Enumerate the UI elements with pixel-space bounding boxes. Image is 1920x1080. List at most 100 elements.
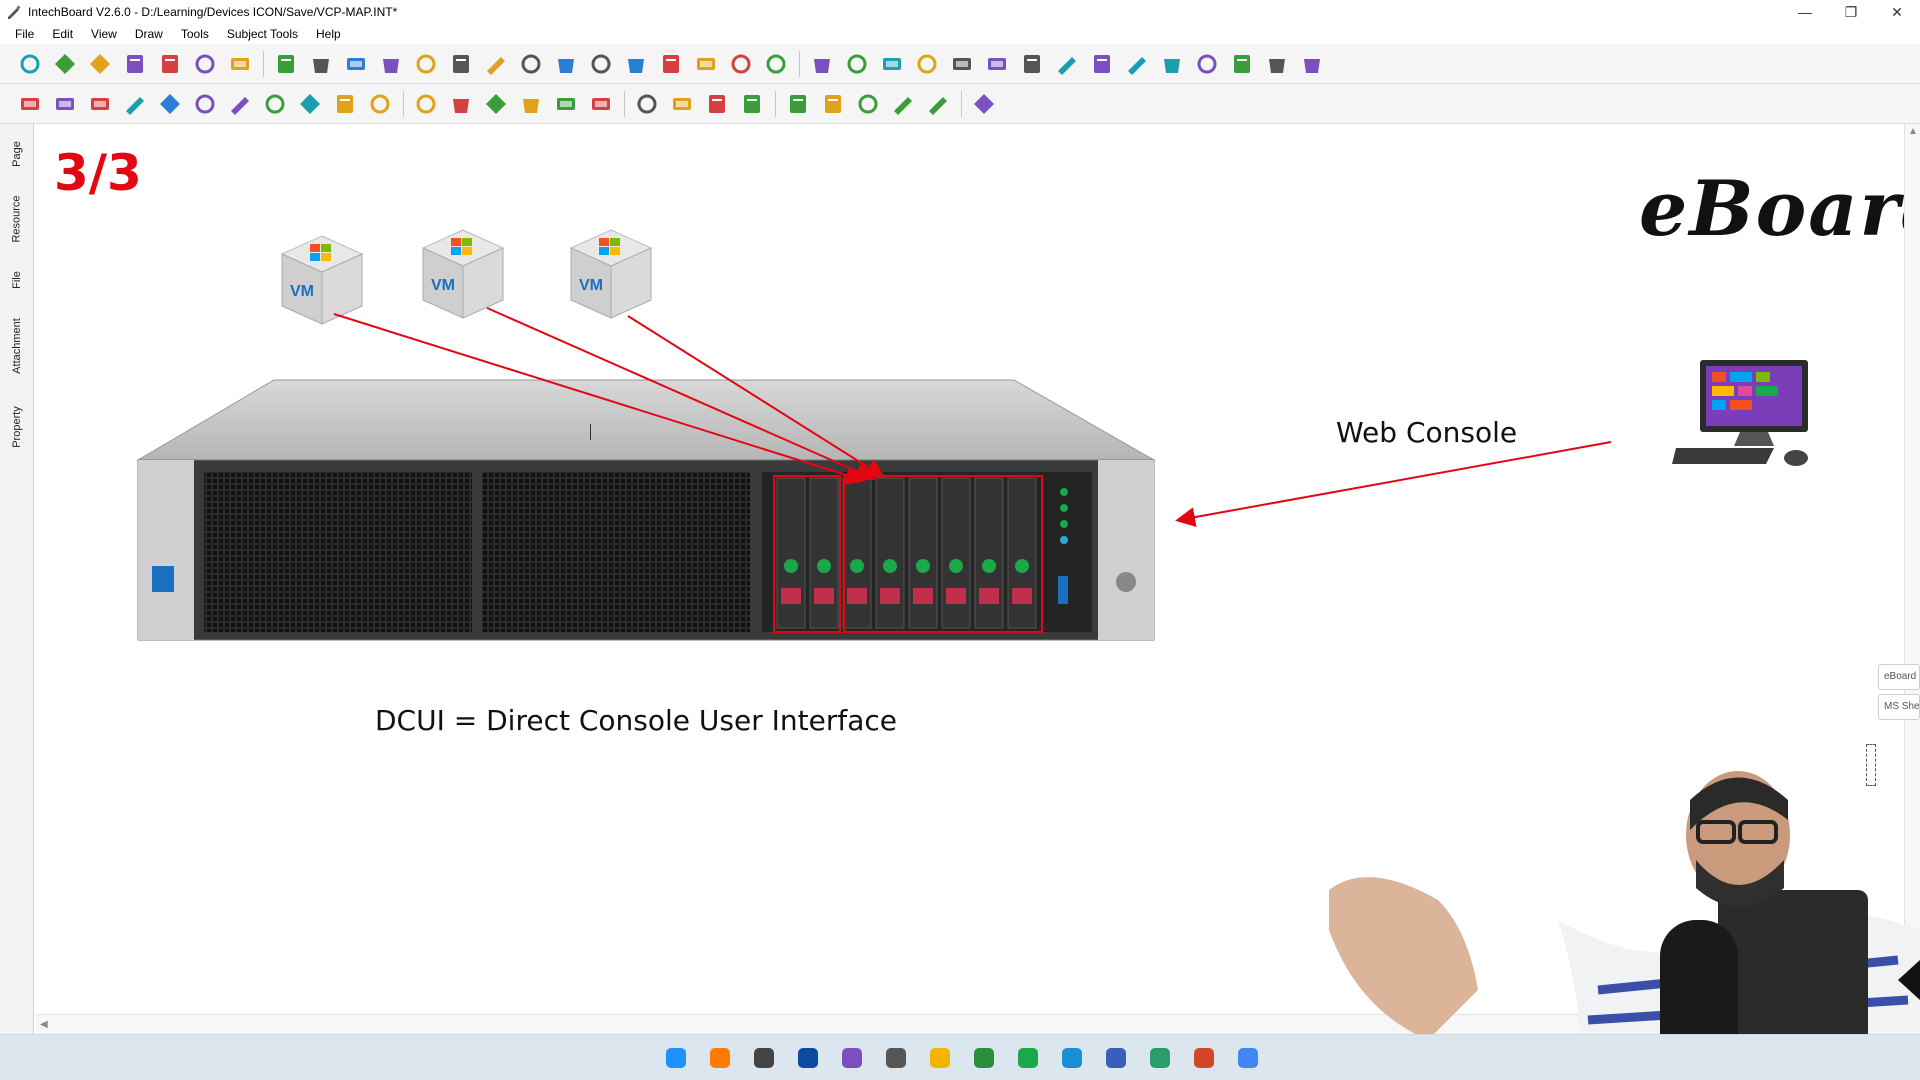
vm-cube-2[interactable]: VM — [413, 222, 513, 332]
vpn-globe-icon[interactable] — [1145, 1043, 1175, 1073]
menu-help[interactable]: Help — [316, 27, 341, 41]
move-down-icon[interactable] — [692, 50, 720, 78]
protractor-tool-icon[interactable] — [552, 90, 580, 118]
eboard-app-icon[interactable] — [881, 1043, 911, 1073]
whiteboard-icon[interactable] — [808, 50, 836, 78]
file-explorer-icon[interactable] — [925, 1043, 955, 1073]
add-page-icon[interactable] — [51, 50, 79, 78]
photoshop-icon[interactable] — [793, 1043, 823, 1073]
compass-icon[interactable] — [1263, 50, 1291, 78]
menu-subject-tools[interactable]: Subject Tools — [226, 27, 299, 41]
highlighter-icon[interactable] — [156, 90, 184, 118]
lasso-icon[interactable] — [296, 90, 324, 118]
copy-icon[interactable] — [377, 50, 405, 78]
delete-icon[interactable] — [482, 50, 510, 78]
marker-icon[interactable] — [948, 50, 976, 78]
side-tab-page[interactable]: Page — [11, 141, 24, 167]
camtasia-green-icon[interactable] — [1013, 1043, 1043, 1073]
new-page-icon[interactable] — [16, 50, 44, 78]
export-icon[interactable] — [226, 50, 254, 78]
restore-button[interactable]: ❐ — [1844, 3, 1858, 20]
screen-tool-icon[interactable] — [1057, 1043, 1087, 1073]
email-icon[interactable] — [191, 50, 219, 78]
stack-app-icon[interactable] — [749, 1043, 779, 1073]
redo-icon[interactable] — [307, 50, 335, 78]
calculator-icon[interactable] — [1158, 50, 1186, 78]
magic-pen-icon[interactable] — [226, 90, 254, 118]
network-icon[interactable] — [1088, 50, 1116, 78]
cut-icon[interactable] — [342, 50, 370, 78]
chart-icon[interactable] — [970, 90, 998, 118]
ruler-triangle-icon[interactable] — [482, 90, 510, 118]
video-icon[interactable] — [913, 50, 941, 78]
dice-icon[interactable] — [784, 90, 812, 118]
eboard-side-widget[interactable]: eBoard — [1878, 664, 1920, 690]
close-button[interactable]: ✕ — [1891, 3, 1903, 20]
shape-icon[interactable] — [412, 90, 440, 118]
spotlight-icon[interactable] — [889, 90, 917, 118]
vm-cube-3[interactable]: VM — [561, 222, 661, 332]
desktop-computer-image[interactable] — [1670, 354, 1820, 474]
camera-icon[interactable] — [878, 50, 906, 78]
globe-icon[interactable] — [1193, 50, 1221, 78]
firefox-icon[interactable] — [705, 1043, 735, 1073]
toolbox-icon[interactable] — [1228, 50, 1256, 78]
camtasia-icon[interactable] — [969, 1043, 999, 1073]
open-folder-icon[interactable] — [86, 50, 114, 78]
zoom-out-icon[interactable] — [587, 50, 615, 78]
protractor-icon[interactable] — [1298, 50, 1326, 78]
axis-icon[interactable] — [703, 90, 731, 118]
formula-icon[interactable] — [738, 90, 766, 118]
vertical-scrollbar[interactable]: ▲ — [1904, 124, 1920, 1034]
pen-icon[interactable] — [51, 90, 79, 118]
scroll-up-icon[interactable]: ▲ — [1908, 126, 1918, 137]
side-tab-file[interactable]: File — [10, 271, 23, 289]
fill-icon[interactable] — [331, 90, 359, 118]
remote-desktop-icon[interactable] — [1101, 1043, 1131, 1073]
side-tab-property[interactable]: Property — [11, 406, 24, 448]
intech-app-icon[interactable] — [837, 1043, 867, 1073]
menu-file[interactable]: File — [15, 27, 35, 41]
menu-edit[interactable]: Edit — [52, 27, 74, 41]
zoom-in-icon[interactable] — [622, 50, 650, 78]
save-as-icon[interactable] — [156, 50, 184, 78]
screen-share-icon[interactable] — [1053, 50, 1081, 78]
undo-icon[interactable] — [272, 50, 300, 78]
3d-box-icon[interactable] — [1123, 50, 1151, 78]
minimize-button[interactable]: — — [1798, 4, 1812, 20]
vm-cube-1[interactable]: VM — [272, 228, 372, 338]
pencil-icon[interactable] — [121, 90, 149, 118]
rack-server-image[interactable] — [134, 376, 1162, 648]
brush-icon[interactable] — [191, 90, 219, 118]
needle-icon[interactable] — [587, 90, 615, 118]
paste-icon[interactable] — [412, 50, 440, 78]
save-icon[interactable] — [121, 50, 149, 78]
paste-special-icon[interactable] — [447, 50, 475, 78]
touch-icon[interactable] — [843, 50, 871, 78]
select-arrow-icon[interactable] — [16, 90, 44, 118]
whiteboard-canvas[interactable]: 3/3 eBoard VM VM VM — [36, 124, 1904, 1014]
balloon-icon[interactable] — [819, 90, 847, 118]
pointer-pen-icon[interactable] — [261, 90, 289, 118]
side-tab-resource[interactable]: Resource — [11, 195, 24, 243]
ms-sheet-side-widget[interactable]: MS Sheet — [1878, 694, 1920, 720]
chrome-icon[interactable] — [1233, 1043, 1263, 1073]
windows-start-icon[interactable] — [661, 1043, 691, 1073]
cube-icon[interactable] — [447, 90, 475, 118]
menu-view[interactable]: View — [91, 27, 117, 41]
eraser-icon[interactable] — [86, 90, 114, 118]
menu-tools[interactable]: Tools — [180, 27, 209, 41]
screen-record-icon[interactable] — [552, 50, 580, 78]
move-up-icon[interactable] — [657, 50, 685, 78]
projector-icon[interactable] — [983, 50, 1011, 78]
drag-handle-icon[interactable] — [1866, 744, 1876, 786]
set-square-icon[interactable] — [517, 90, 545, 118]
display-icon[interactable] — [1018, 50, 1046, 78]
scroll-left-icon[interactable]: ◀ — [40, 1019, 48, 1030]
menu-draw[interactable]: Draw — [134, 27, 163, 41]
magnet-icon[interactable] — [924, 90, 952, 118]
keyboard-icon[interactable] — [366, 90, 394, 118]
compass-tool-icon[interactable] — [668, 90, 696, 118]
chalk-icon[interactable] — [633, 90, 661, 118]
powerpoint-icon[interactable] — [1189, 1043, 1219, 1073]
